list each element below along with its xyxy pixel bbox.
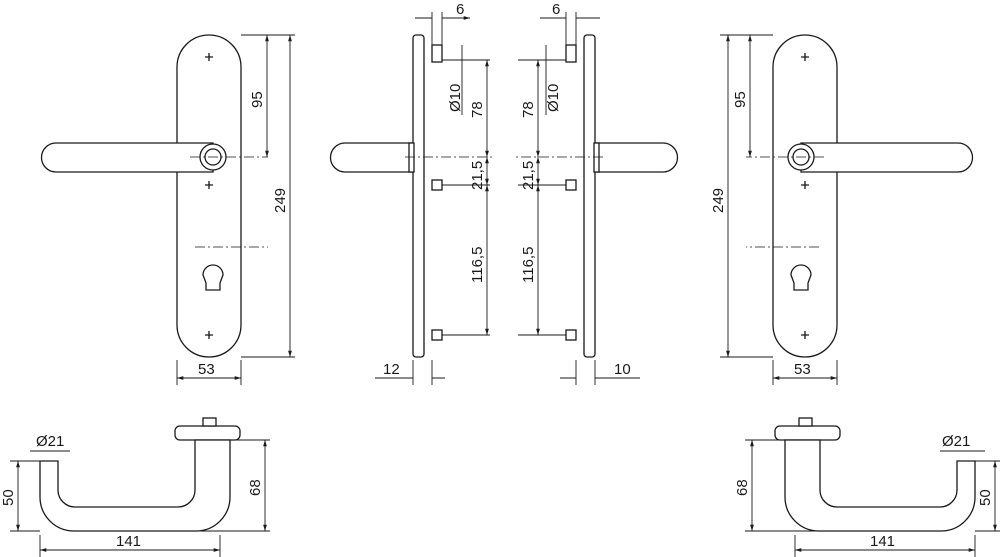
dim-78-right: 78 bbox=[520, 101, 537, 118]
dim-6-left: 6 bbox=[456, 1, 464, 18]
dim-141-left: 141 bbox=[116, 533, 141, 550]
dim-95-right: 95 bbox=[732, 91, 749, 108]
dim-116-5-left: 116,5 bbox=[469, 247, 486, 283]
dim-10: 10 bbox=[614, 361, 631, 378]
dim-d21-left: Ø21 bbox=[36, 433, 64, 450]
dim-50-right: 50 bbox=[977, 489, 994, 506]
dim-50-left: 50 bbox=[0, 489, 17, 506]
dim-95-left: 95 bbox=[249, 91, 266, 108]
dim-21-5-right: 21,5 bbox=[520, 161, 537, 190]
dim-d10-right: Ø10 bbox=[545, 84, 562, 112]
dim-68-left: 68 bbox=[247, 479, 264, 496]
dim-12: 12 bbox=[383, 361, 400, 378]
dim-d21-right: Ø21 bbox=[942, 433, 970, 450]
dim-6-right: 6 bbox=[552, 1, 560, 18]
dim-d10-left: Ø10 bbox=[447, 84, 464, 112]
dim-141-right: 141 bbox=[870, 533, 895, 550]
dim-53-right: 53 bbox=[794, 361, 811, 378]
dim-21-5-left: 21,5 bbox=[469, 161, 486, 190]
side-view-right bbox=[515, 34, 679, 358]
front-view-left bbox=[40, 34, 269, 358]
dim-53-left: 53 bbox=[198, 361, 215, 378]
dim-249-left: 249 bbox=[272, 188, 289, 213]
front-view-right bbox=[745, 34, 974, 358]
top-view-left bbox=[39, 417, 241, 532]
dimension-lines bbox=[10, 12, 1000, 557]
dim-78-left: 78 bbox=[469, 101, 486, 118]
side-view-left bbox=[329, 34, 493, 358]
dim-68-right: 68 bbox=[734, 479, 751, 496]
dim-249-right: 249 bbox=[710, 188, 727, 213]
dim-116-5-right: 116,5 bbox=[520, 247, 537, 283]
